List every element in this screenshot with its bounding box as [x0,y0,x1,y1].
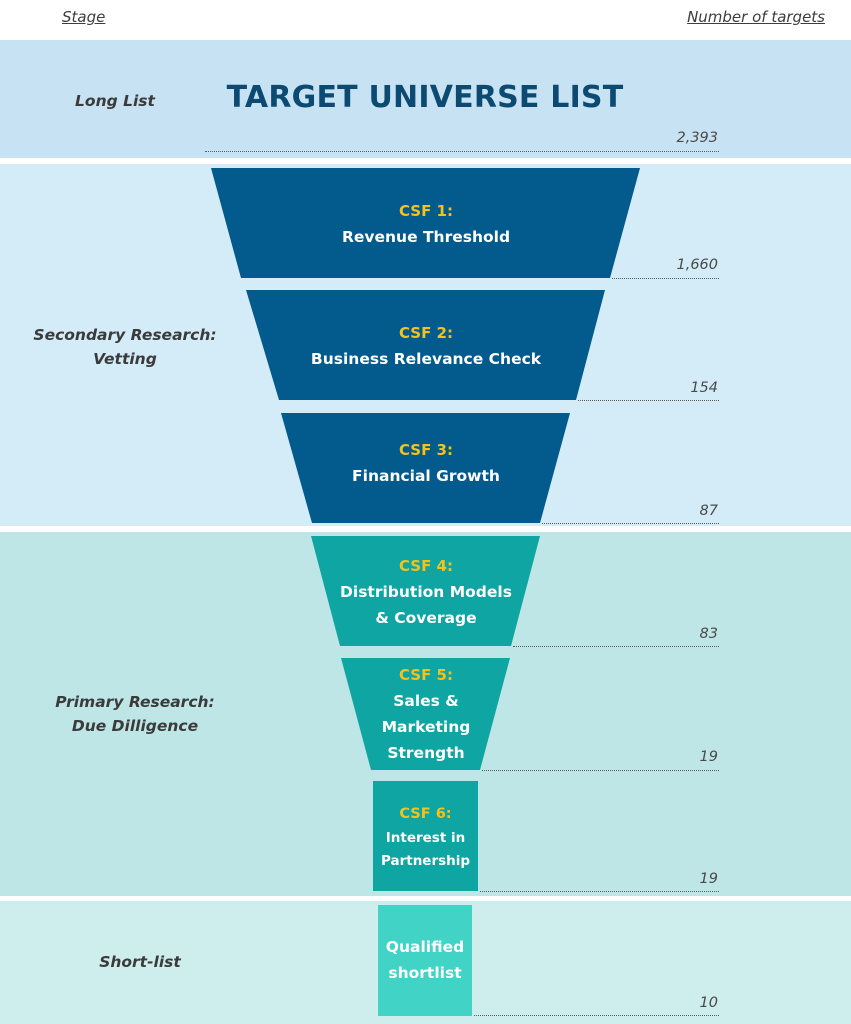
count-shortlist: 10 [699,995,718,1011]
count-line-csf4 [513,646,719,647]
count-csf1: 1,660 [676,257,718,273]
funnel-step-qualified-shortlist [378,905,472,1016]
count-line-csf6 [480,891,719,892]
count-line-csf5 [482,770,719,771]
count-line-shortlist [474,1015,719,1016]
step-text-qualified-shortlist: Qualified shortlist [385,938,465,982]
step-text-csf3: CSF 3: Financial Growth [352,441,500,485]
step-text-csf5: CSF 5: Sales & Marketing Strength [381,666,471,762]
stage-label-long-list: Long List [75,92,155,110]
funnel-step-csf6 [373,781,478,891]
count-line-csf3 [542,523,719,524]
count-line-csf2 [578,400,719,401]
funnel-step-csf3 [281,413,570,523]
count-line-long-list [205,151,719,152]
band-long-list [0,40,851,158]
step-text-csf4: CSF 4: Distribution Models & Coverage [340,557,512,627]
stage-label-short-list: Short-list [99,953,181,971]
funnel-step-csf4 [311,536,540,646]
diagram-title: TARGET UNIVERSE LIST [226,80,624,115]
count-csf4: 83 [699,626,718,642]
count-csf6: 19 [699,871,718,887]
step-text-csf2: CSF 2: Business Relevance Check [310,324,542,368]
count-csf2: 154 [690,380,718,396]
count-csf5: 19 [699,749,718,765]
funnel-step-csf1 [211,168,640,278]
count-column-header: Number of targets [687,8,825,26]
stage-label-secondary-research: Secondary Research:Vetting [33,326,217,368]
count-csf3: 87 [699,503,718,519]
funnel-step-csf5 [341,658,510,770]
funnel-step-csf2 [246,290,605,400]
stage-label-primary-research: Primary Research:Due Dilligence [55,693,215,735]
step-text-csf6: CSF 6: Interest in Partnership [380,806,471,869]
step-text-csf1: CSF 1: Revenue Threshold [341,202,511,246]
count-long-list: 2,393 [676,130,718,146]
count-line-csf1 [612,278,719,279]
stage-column-header: Stage [62,8,106,26]
